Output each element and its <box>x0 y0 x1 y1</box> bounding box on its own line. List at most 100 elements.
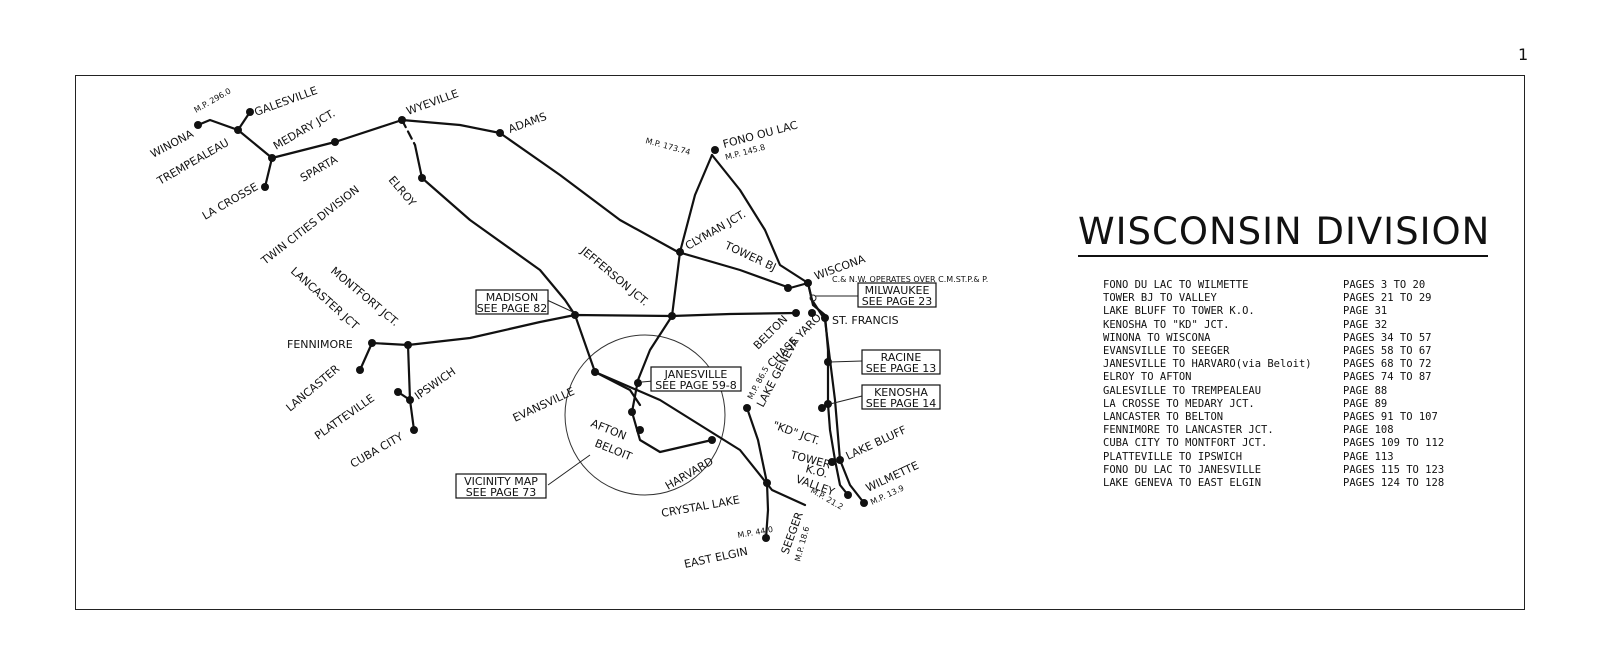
line-elroy-afton <box>420 176 642 407</box>
box-racine-line2: SEE PAGE 13 <box>866 362 937 375</box>
label-lancaster: LANCASTER <box>284 362 343 414</box>
station-kd-jct <box>818 404 826 412</box>
index-row: FONO DU LAC TO WILMETTE PAGES 3 TO 20 <box>1103 279 1483 292</box>
box-madison-line1: MADISON <box>486 291 539 304</box>
station-east-elgin <box>762 534 770 542</box>
label-winona: WINONA <box>148 127 196 161</box>
label-wyeville: WYEVILLE <box>405 87 461 118</box>
index-pages: PAGES 21 TO 29 <box>1343 292 1432 305</box>
box-vicinity-line2: SEE PAGE 73 <box>466 486 537 499</box>
index-route: JANESVILLE TO HARVARO(via Beloit) <box>1103 358 1312 371</box>
index-pages: PAGE 89 <box>1343 397 1388 410</box>
station-racine <box>824 358 832 366</box>
line-montfort-cuba <box>406 343 416 432</box>
station-platteville <box>394 388 402 396</box>
label-twin-cities: TWIN CITIES DIVISION <box>258 183 362 268</box>
station-chase-yard <box>808 309 816 317</box>
line-fdl-wiscona <box>710 153 810 285</box>
box-madison-line2: SEE PAGE 82 <box>477 302 548 315</box>
station-galesville <box>246 108 254 116</box>
label-lancaster-jct: LANCASTER JCT <box>288 265 361 333</box>
index-pages: PAGES 3 TO 20 <box>1343 279 1426 291</box>
line-lacrosse <box>263 156 274 189</box>
label-cnw-note: C.& N.W. OPERATES OVER C.M.ST.P.& P. <box>832 275 988 284</box>
index-pages: PAGE 88 <box>1343 384 1388 397</box>
line-winona-trempealeau <box>196 118 240 132</box>
label-st-francis: ST. FRANCIS <box>832 314 899 327</box>
index-pages: PAGE 32 <box>1343 318 1388 331</box>
station-elroy <box>418 174 426 182</box>
index-row: WINONA TO WISCONA PAGES 34 TO 57 <box>1103 332 1483 345</box>
index-pages: PAGES 74 TO 87 <box>1343 371 1432 384</box>
label-fennimore: FENNIMORE <box>287 338 353 351</box>
box-milwaukee-line2: SEE PAGE 23 <box>862 295 933 308</box>
index-pages: PAGES 109 TO 112 <box>1343 437 1445 450</box>
station-valley <box>844 491 852 499</box>
station-trempealeau <box>234 126 242 134</box>
station-cuba-city <box>410 426 418 434</box>
line-twin-cities <box>400 118 417 147</box>
index-route: LAKE BLUFF TO TOWER K.O. <box>1103 305 1255 318</box>
index-row: ELROY TO AFTON PAGES 74 TO 87 <box>1103 371 1483 384</box>
box-janesville-line1: JANESVILLE <box>664 368 728 381</box>
station-janesville <box>634 379 642 387</box>
label-la-crosse: LA CROSSE <box>200 180 260 222</box>
stations <box>194 108 868 542</box>
station-lake-bluff <box>836 456 844 464</box>
rail-lines <box>196 110 866 540</box>
station-adams <box>496 129 504 137</box>
station-wilmette <box>860 499 868 507</box>
box-madison: MADISON SEE PAGE 82 <box>475 289 549 315</box>
label-mp-fdl-1: M.P. 173.74 <box>644 136 691 157</box>
station-afton <box>628 408 636 416</box>
line-fdl-south <box>630 153 714 454</box>
index-route: ELROY TO AFTON <box>1103 371 1192 384</box>
label-medary-jct: MEDARY JCT. <box>271 107 337 153</box>
label-sparta: SPARTA <box>298 153 340 185</box>
label-lake-bluff: LAKE BLUFF <box>844 423 909 462</box>
station-harvard <box>708 436 716 444</box>
line-fennimore-lancaster <box>358 341 374 372</box>
index-row: CUBA CITY TO MONTFORT JCT.PAGES 109 TO 1… <box>1103 437 1483 450</box>
station-fennimore <box>368 339 376 347</box>
index-route: FONO DU LAC TO JANESVILLE <box>1103 463 1262 476</box>
station-madison <box>571 311 579 319</box>
station-belton <box>792 309 800 317</box>
index-route: LAKE GENEVA TO EAST ELGIN <box>1103 477 1262 490</box>
station-wiscona <box>804 279 812 287</box>
station-lake-geneva <box>743 404 751 412</box>
label-crystal-lake: CRYSTAL LAKE <box>660 493 741 520</box>
label-cuba-city: CUBA CITY <box>348 430 406 471</box>
label-kd-jct: "KD" JCT. <box>771 419 822 448</box>
station-montfort-jct <box>404 341 412 349</box>
index-route: KENOSHA TO "KD" JCT. <box>1103 318 1230 331</box>
index-row: KENOSHA TO "KD" JCT. PAGE 32 <box>1103 319 1483 332</box>
line-main-west <box>236 118 810 290</box>
label-afton: AFTON <box>589 417 628 443</box>
label-harvard: HARVARD <box>663 455 716 493</box>
station-lancaster <box>356 366 364 374</box>
station-jefferson-jct <box>668 312 676 320</box>
line-wyeville-elroy <box>413 143 424 180</box>
box-vicinity: VICINITY MAP SEE PAGE 73 <box>455 473 547 499</box>
label-jefferson-jct: JEFFERSON JCT. <box>577 244 651 309</box>
index-pages: PAGE 108 <box>1343 424 1394 437</box>
index-route: WINONA TO WISCONA <box>1103 331 1211 344</box>
label-galesville: GALESVILLE <box>253 84 320 119</box>
index-pages: PAGES 34 TO 57 <box>1343 331 1432 344</box>
label-evansville: EVANSVILLE <box>511 385 577 425</box>
station-evansville <box>591 368 599 376</box>
division-title: WISCONSIN DIVISION <box>1078 210 1489 257</box>
line-chicago-lakeshore <box>806 281 866 505</box>
index-route: FONO DU LAC TO WILMETTE <box>1103 279 1249 291</box>
map-frame <box>75 75 1525 610</box>
index-route: PLATTEVILLE TO IPSWICH <box>1103 450 1243 463</box>
index-pages: PAGES 68 TO 72 <box>1343 358 1432 371</box>
